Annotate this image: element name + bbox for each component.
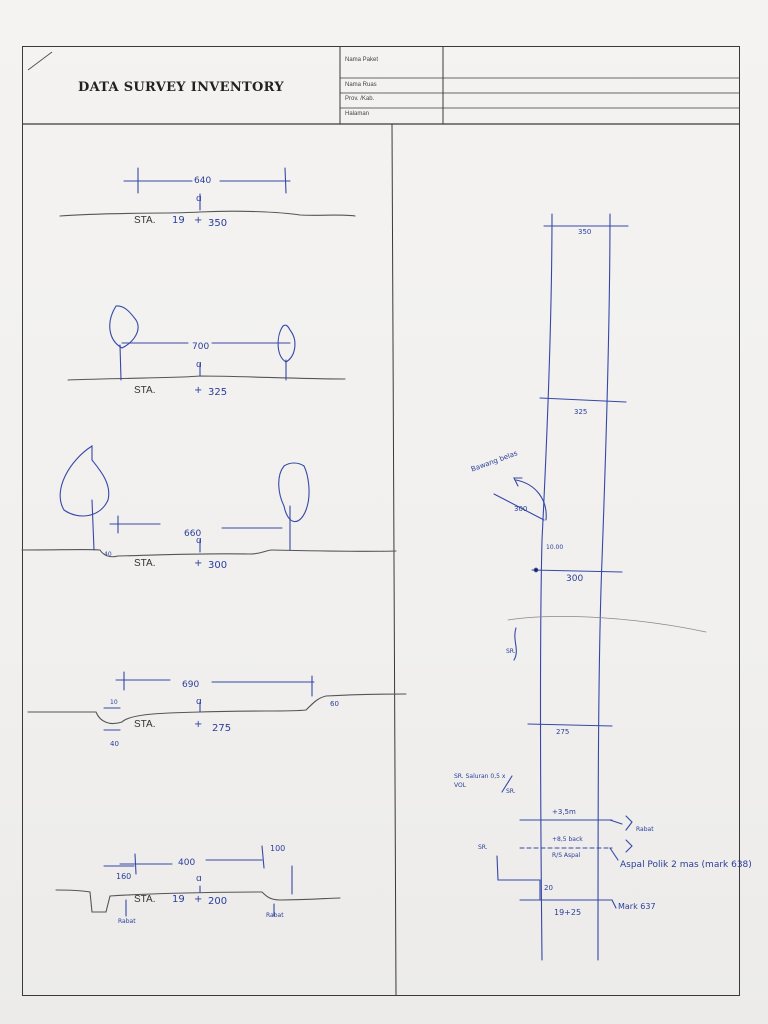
- plan-station-350: 350: [578, 228, 592, 236]
- section-1-width: 640: [194, 176, 212, 186]
- plan-station-325: 325: [574, 408, 588, 416]
- section-4-side-left: 40: [110, 740, 119, 748]
- cross-section-3: [21, 444, 397, 558]
- section-4-sta-label: STA.: [134, 719, 156, 730]
- section-5-sta-label: STA.: [134, 894, 156, 905]
- plan-station-300: 300: [566, 574, 584, 584]
- section-3-sta-label: STA.: [134, 558, 156, 569]
- section-5-ditch-right: Rabat: [266, 912, 284, 919]
- dimension-a: +3,5m: [552, 808, 576, 816]
- plan-station-275: 275: [556, 728, 570, 736]
- section-1-plus: +: [194, 215, 203, 226]
- road-edge-right: [597, 213, 611, 961]
- branch-offset: 10.00: [546, 544, 564, 551]
- section-4-width: 690: [182, 680, 200, 690]
- road-edge-left: [539, 213, 553, 961]
- dimension-c: R/S Aspal: [552, 852, 581, 859]
- branch-road: [515, 479, 547, 521]
- section-4-plus: +: [194, 719, 203, 730]
- section-3-offset: 300: [208, 560, 228, 571]
- page-title: DATA SURVEY INVENTORY: [78, 80, 284, 95]
- end-mark: Mark 637: [618, 902, 656, 911]
- section-5-ditch-left: Rabat: [118, 918, 136, 925]
- field-label-halaman: Halaman: [345, 111, 370, 117]
- field-label-nama-paket: Nama Paket: [345, 57, 379, 63]
- section-2-sta-label: STA.: [134, 385, 156, 396]
- section-4-offset: 275: [212, 723, 232, 734]
- culvert-sr: SR.: [506, 788, 516, 795]
- section-5-side-right: 100: [270, 844, 286, 853]
- sr-label-left: SR.: [478, 844, 488, 851]
- section-5-width: 400: [178, 858, 196, 868]
- section-3-width: 660: [184, 529, 202, 539]
- section-1-offset: 350: [208, 218, 228, 229]
- section-3-side: 40: [104, 551, 112, 558]
- field-label-prov-kab: Prov. /Kab.: [345, 96, 375, 102]
- end-station: 19+25: [554, 908, 582, 917]
- section-5-side-left: 160: [116, 872, 132, 881]
- section-2-plus: +: [194, 385, 203, 396]
- section-1-km: 19: [172, 215, 185, 226]
- cross-section-2: [67, 305, 346, 381]
- section-5-km: 19: [172, 894, 185, 905]
- aspal-note: Aspal Polik 2 mas (mark 638): [620, 860, 752, 870]
- cross-section-1: [59, 167, 356, 217]
- centerline-mark: ɑ: [196, 194, 202, 204]
- culvert-note: SR. Saluran 0,5 x VOL: [454, 773, 506, 789]
- centerline-mark: ɑ: [196, 874, 202, 884]
- section-3-plus: +: [194, 558, 203, 569]
- section-4-side-right: 60: [330, 700, 339, 708]
- cross-section-5: [55, 845, 341, 917]
- section-5-offset: 200: [208, 896, 228, 907]
- section-5-plus: +: [194, 894, 203, 905]
- dimension-b: +8,5 back: [552, 836, 583, 843]
- centerline-mark: ɑ: [196, 697, 202, 707]
- section-4-side-left-top: 10: [110, 699, 118, 706]
- sr-label-mid: SR.: [506, 648, 516, 655]
- section-2-offset: 325: [208, 387, 228, 398]
- section-1-sta-label: STA.: [134, 215, 156, 226]
- field-label-nama-ruas: Nama Ruas: [345, 82, 377, 88]
- centerline-mark: ɑ: [196, 536, 202, 546]
- centerline-mark: ɑ: [196, 360, 202, 370]
- section-2-width: 700: [192, 342, 210, 352]
- left-distance: 20: [544, 884, 553, 892]
- branch-distance: 300: [514, 505, 528, 513]
- bracket-note: Rabat: [636, 826, 654, 833]
- form-frame: [22, 46, 740, 996]
- cross-section-4: [27, 671, 407, 731]
